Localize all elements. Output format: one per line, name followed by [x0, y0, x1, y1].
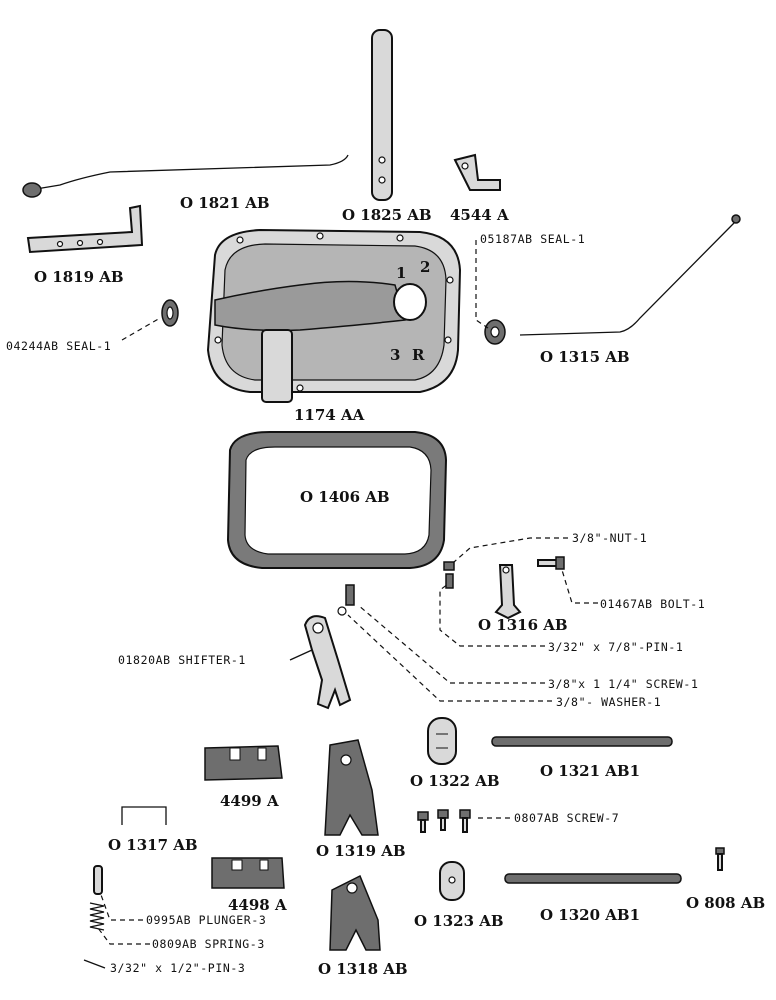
leader-spring [97, 927, 150, 945]
seal-05187-part [484, 319, 506, 345]
seal-04244-part [161, 299, 179, 327]
part-1323-plate [439, 861, 465, 901]
label-1819: O 1819 AB [34, 268, 124, 286]
callout-bolt: 01467AB BOLT-1 [600, 597, 705, 611]
callout-screw1: 3/8"x 1 1/4" SCREW-1 [548, 677, 698, 691]
housing-mark-1: 1 [396, 264, 406, 282]
part-1321-rod [491, 736, 673, 747]
label-1174: 1174 AA [294, 406, 365, 424]
label-1825: O 1825 AB [342, 206, 432, 224]
leader-pin3 [83, 959, 106, 969]
housing-mark-3: 3 [390, 346, 400, 364]
label-4499: 4499 A [220, 792, 279, 810]
label-1323: O 1323 AB [414, 912, 504, 930]
part-1318-fork [329, 874, 381, 951]
label-1319: O 1319 AB [316, 842, 406, 860]
leader-screw1 [357, 604, 545, 684]
label-1315: O 1315 AB [540, 348, 630, 366]
label-1406: O 1406 AB [300, 488, 390, 506]
part-1322-plate [427, 717, 457, 765]
label-1318: O 1318 AB [318, 960, 408, 978]
part-1315-rod [519, 214, 741, 336]
label-1322: O 1322 AB [410, 772, 500, 790]
part-1821-rod [22, 154, 349, 198]
callout-plunger: 0995AB PLUNGER-3 [146, 913, 266, 927]
label-1821: O 1821 AB [180, 194, 270, 212]
callout-seal-04244: 04244AB SEAL-1 [6, 339, 111, 353]
label-1316: O 1316 AB [478, 616, 568, 634]
nut-part [443, 561, 455, 589]
leader-shifter [289, 649, 313, 661]
housing-mark-2: 2 [420, 258, 430, 276]
part-4544-bracket [453, 153, 501, 191]
label-4544: 4544 A [450, 206, 509, 224]
part-4498-block [211, 857, 285, 889]
leader-seal-05187 [475, 240, 489, 329]
callout-shifter: 01820AB SHIFTER-1 [118, 653, 246, 667]
callout-washer: 3/8"- WASHER-1 [556, 695, 661, 709]
shifter-part [303, 584, 355, 710]
part-808-pin [715, 847, 725, 871]
label-1317: O 1317 AB [108, 836, 198, 854]
part-1317-staple [121, 806, 167, 825]
part-1316-lever [494, 564, 522, 620]
housing-mark-r: R [412, 346, 425, 364]
plunger-spring-part [89, 865, 105, 931]
screws-0807-part [417, 809, 471, 833]
part-1406-gasket [226, 431, 448, 569]
bolt-part [537, 556, 565, 570]
leader-nut [453, 537, 568, 563]
callout-pin3: 3/32" x 1/2"-PIN-3 [110, 961, 245, 975]
callout-nut: 3/8"-NUT-1 [572, 531, 647, 545]
leader-pin1 [439, 583, 545, 647]
part-4499-block [204, 745, 283, 781]
label-808: O 808 AB [686, 894, 765, 912]
label-1320: O 1320 AB1 [540, 906, 640, 924]
callout-pin1: 3/32" x 7/8"-PIN-1 [548, 640, 683, 654]
leader-plunger [99, 891, 143, 921]
callout-screw7: 0807AB SCREW-7 [514, 811, 619, 825]
label-4498: 4498 A [228, 896, 287, 914]
callout-spring: 0809AB SPRING-3 [152, 937, 265, 951]
part-1174-housing: 1 2 3 R [206, 228, 462, 403]
leader-seal-04244 [121, 317, 161, 341]
callout-seal-05187: 05187AB SEAL-1 [480, 232, 585, 246]
leader-washer [347, 614, 552, 702]
part-1819-lever [26, 204, 144, 254]
part-1319-fork [324, 739, 379, 836]
part-1320-rod [504, 873, 682, 884]
part-1825-shift-rail [371, 29, 393, 201]
label-1321: O 1321 AB1 [540, 762, 640, 780]
leader-bolt [561, 569, 598, 604]
